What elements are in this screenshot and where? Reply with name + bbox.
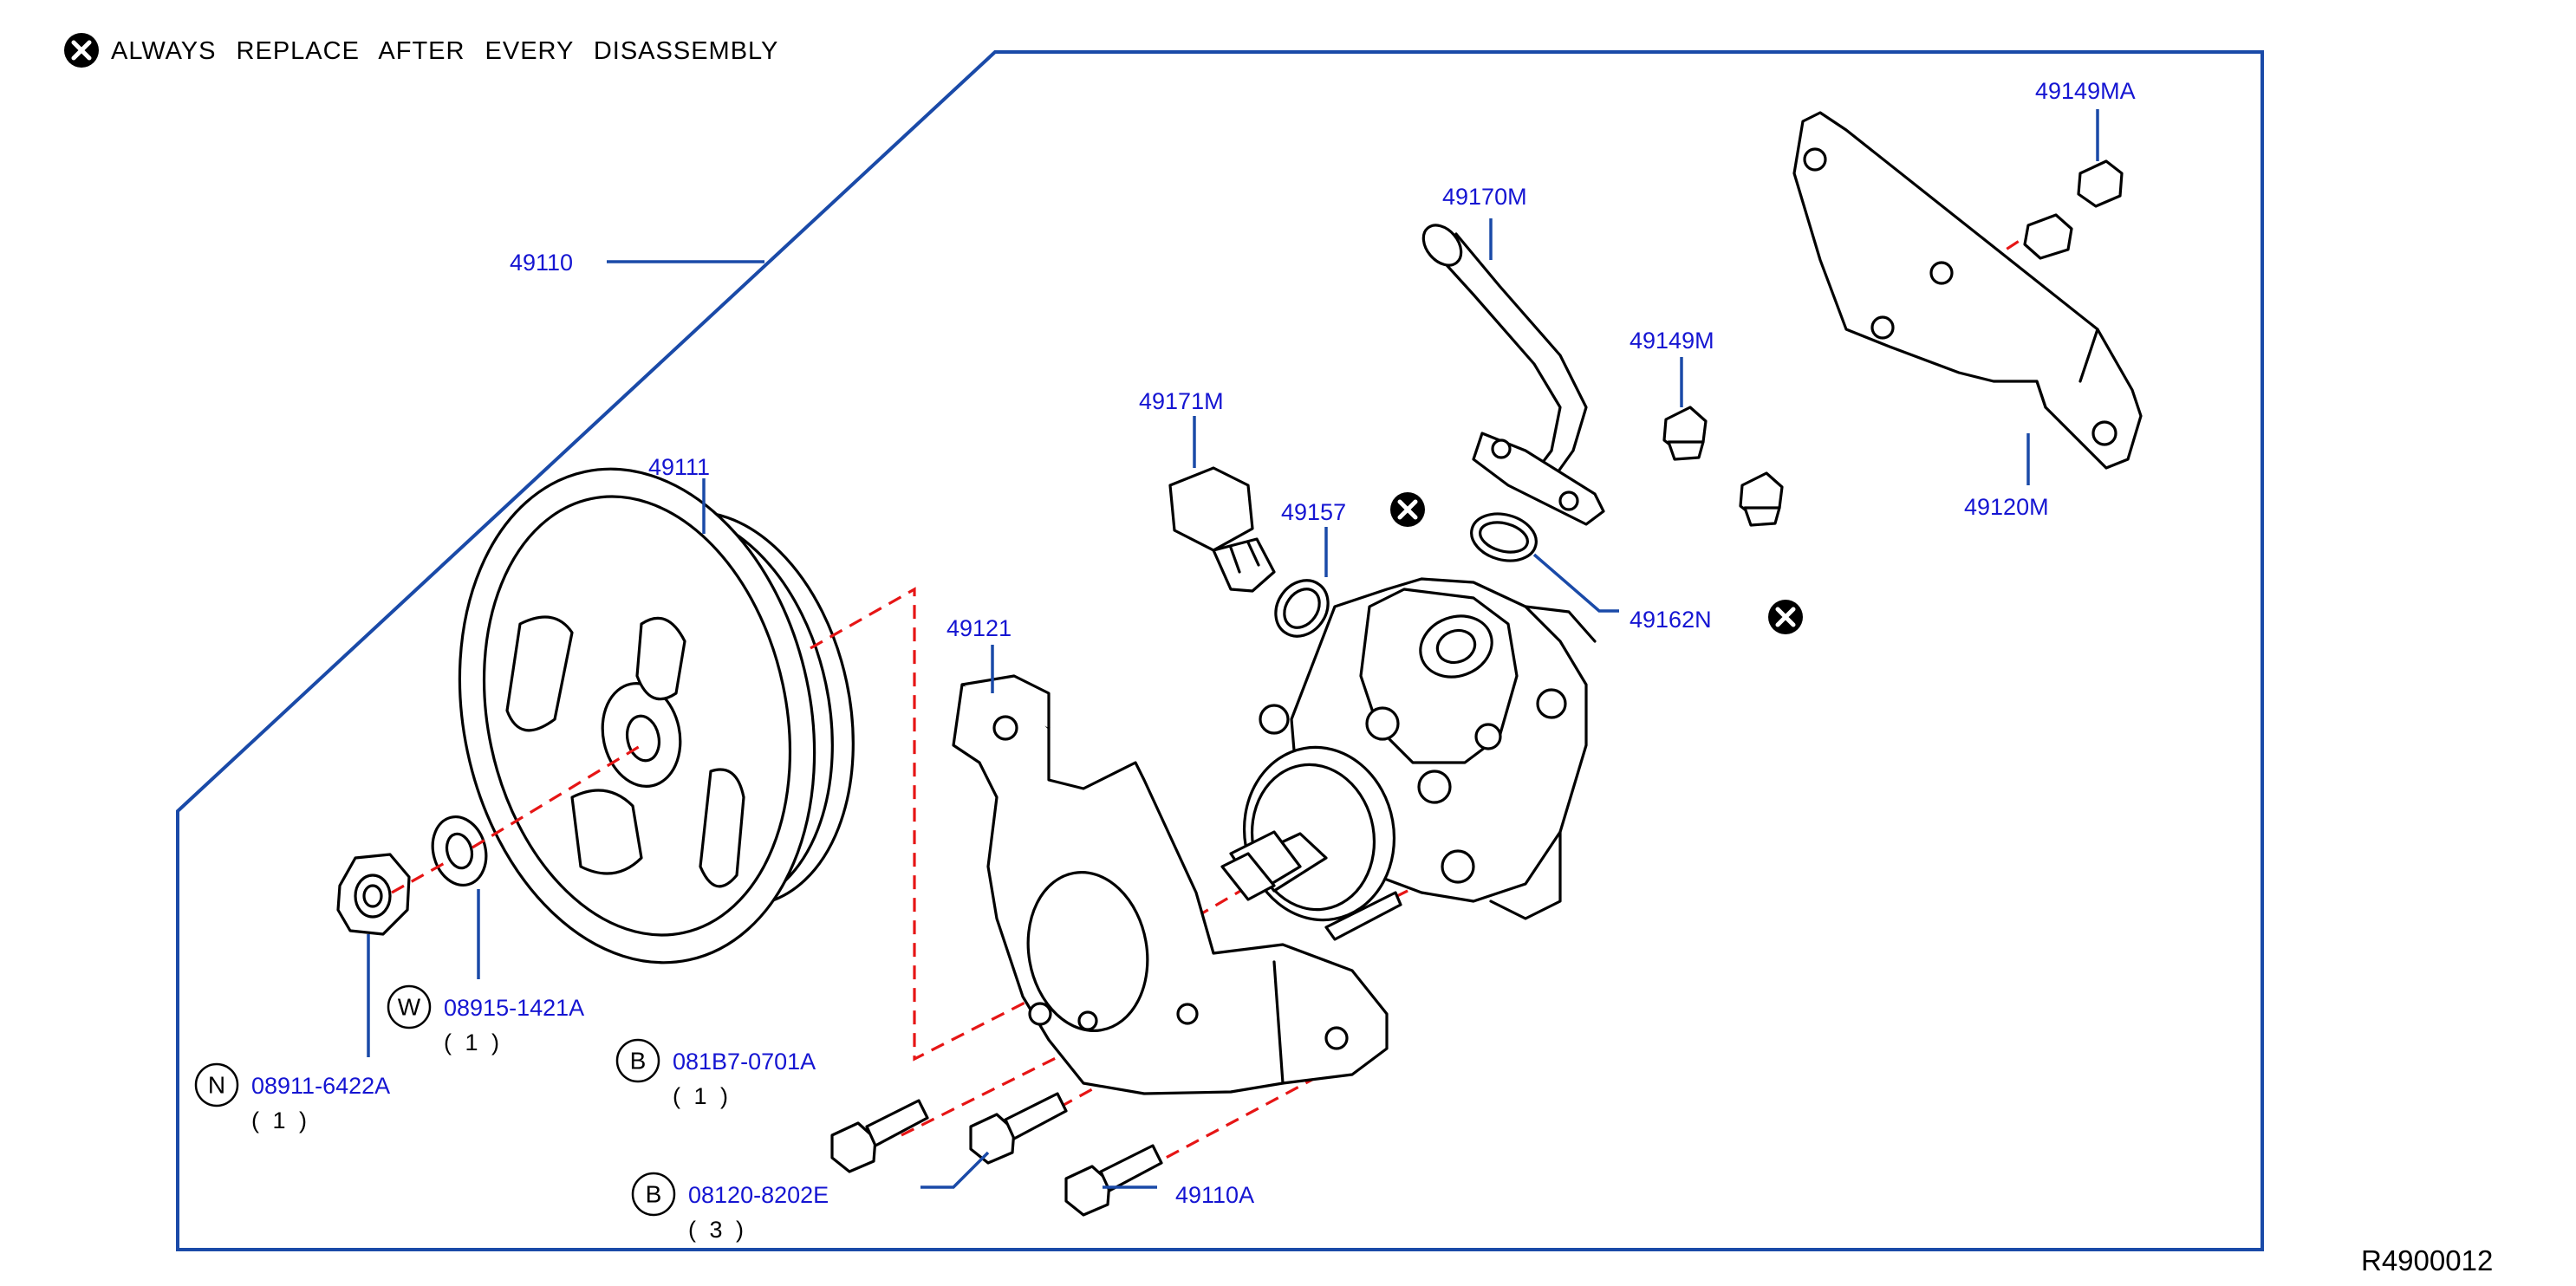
replace-note-text: ALWAYS REPLACE AFTER EVERY DISASSEMBLY: [111, 37, 778, 65]
bolt-49149m-b: [1739, 471, 1784, 527]
suction-pipe-49170m: [1421, 224, 1605, 526]
bolt-08120-part-number: 08120-8202E: [688, 1182, 829, 1208]
label-49110a: 49110A: [1175, 1182, 1254, 1208]
nut: [336, 853, 411, 936]
label-49110: 49110: [510, 250, 573, 276]
o-ring-49157: [1274, 579, 1330, 638]
stud-bolt: [1324, 891, 1402, 941]
symbol-w: W: [398, 994, 421, 1021]
symbol-b: B: [646, 1181, 662, 1208]
label-49111: 49111: [648, 454, 710, 480]
label-49121: 49121: [946, 615, 1012, 641]
reference-code: R4900012: [2361, 1244, 2493, 1276]
label-49149ma: 49149MA: [2035, 78, 2136, 104]
washer: [431, 815, 488, 887]
replace-note: ALWAYS REPLACE AFTER EVERY DISASSEMBLY: [64, 33, 778, 68]
symbol-b: B: [630, 1048, 647, 1075]
bolt-49149m-a: [1662, 406, 1708, 461]
callout-washer: W 08915-1421A ( 1 ): [387, 984, 584, 1055]
washer-part-number: 08915-1421A: [444, 995, 584, 1021]
label-49171m: 49171M: [1139, 388, 1224, 414]
label-49149m: 49149M: [1630, 328, 1714, 354]
assembly-frame: [176, 50, 2264, 1251]
bolt-081b7-part-number: 081B7-0701A: [673, 1049, 816, 1075]
bolt-08120: [969, 1092, 1068, 1165]
pulley-49111: [458, 467, 855, 964]
bracket-49121: [952, 674, 1389, 1095]
washer-qty: ( 1 ): [444, 1029, 503, 1055]
callout-bolt-08120: B 08120-8202E ( 3 ): [631, 1172, 829, 1243]
x-circle-icon: [64, 33, 99, 68]
bolt-081b7-qty: ( 1 ): [673, 1083, 732, 1109]
leader-lines: [367, 109, 2099, 1189]
nut-part-number: 08911-6422A: [251, 1073, 390, 1099]
bolt-081b7: [830, 1099, 929, 1173]
bolt-49110a: [1064, 1144, 1163, 1217]
nut-qty: ( 1 ): [251, 1107, 310, 1133]
label-49157: 49157: [1281, 499, 1346, 525]
o-ring-49162n: [1470, 512, 1538, 562]
bolt-08120-qty: ( 3 ): [688, 1217, 747, 1243]
bracket-plate-49120m: [1792, 111, 2143, 470]
fitting-49171m: [1168, 466, 1276, 593]
callout-bolt-081b7: B 081B7-0701A ( 1 ): [615, 1038, 816, 1109]
label-49162n: 49162N: [1630, 607, 1712, 633]
label-49170m: 49170M: [1442, 184, 1527, 210]
label-49120m: 49120M: [1964, 494, 2049, 520]
bolt-49149ma: [2023, 159, 2124, 260]
symbol-n: N: [208, 1072, 225, 1099]
power-steering-pump: [1220, 577, 1597, 922]
replace-marker-icon: [1768, 600, 1803, 634]
callout-nut: N 08911-6422A ( 1 ): [194, 1062, 390, 1133]
replace-marker-icon: [1390, 492, 1425, 527]
